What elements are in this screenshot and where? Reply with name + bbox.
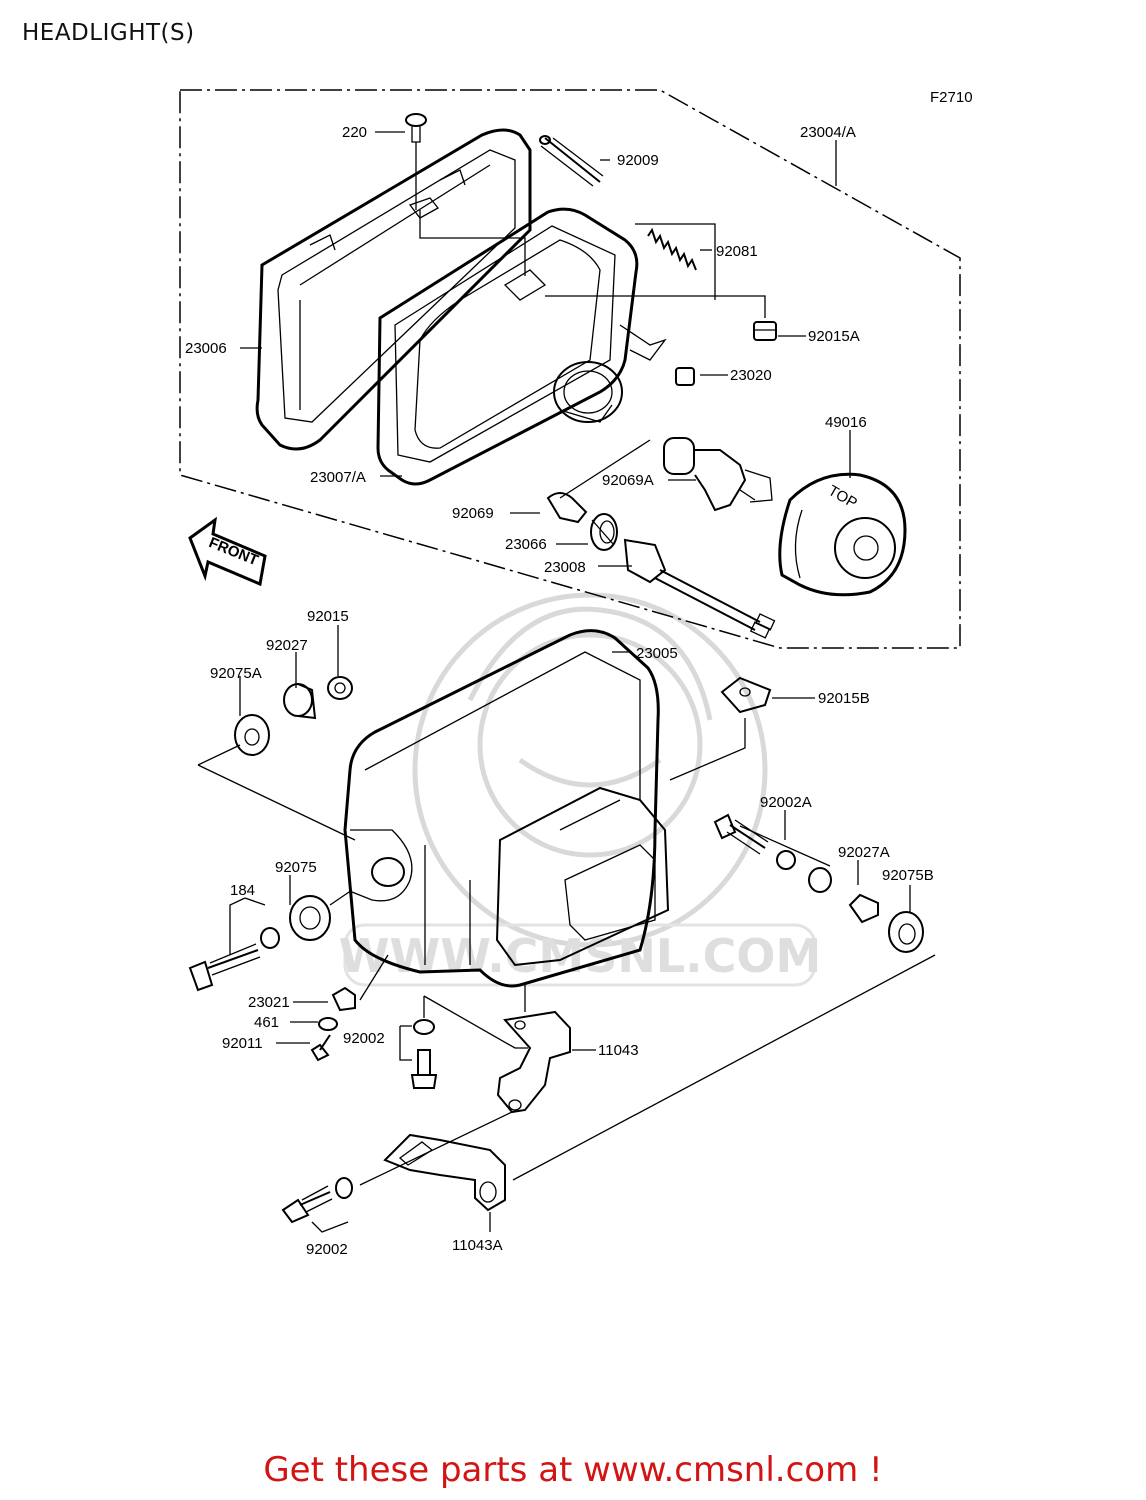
bracket-11043A [383,1133,506,1212]
washer-184 [260,927,280,949]
part-label[interactable]: 49016 [825,414,867,431]
part-label[interactable]: 92075B [882,867,934,884]
washer-92002-middle [413,1019,435,1035]
grommet-92075 [289,895,331,941]
bolt-92002-middle [410,1049,438,1089]
bolt-184 [188,943,261,992]
front-arrow: FRONT [188,516,267,587]
part-label[interactable]: 23006 [185,340,227,357]
leader-lines [197,131,936,1233]
part-label[interactable]: 11043 [598,1042,639,1059]
bulb-socket-ring [553,361,623,423]
part-label[interactable]: 23066 [505,536,547,553]
bulb-92069A [663,437,773,512]
bracket-11043 [496,1010,571,1114]
part-label[interactable]: 92069A [602,472,654,489]
page-title: HEADLIGHT(S) [22,20,195,46]
lens-23007A [376,207,667,486]
part-label[interactable]: 220 [342,124,367,141]
bulb-92069 [546,492,588,524]
bolt-92011 [310,1034,331,1062]
grommet-23066 [590,513,618,551]
part-label[interactable]: 92002A [760,794,812,811]
part-labels: 220 92009 23004/A 92081 92015A 23006 230… [185,124,934,1258]
rim-23006 [255,128,532,451]
part-label[interactable]: 92027 [266,637,308,654]
washer-92002-bottom [335,1177,353,1199]
part-label[interactable]: 92011 [222,1035,263,1052]
part-label[interactable]: 92015B [818,690,870,707]
collar-23021 [331,986,356,1012]
nut-23020 [675,367,695,386]
part-label[interactable]: 92075A [210,665,262,682]
part-label[interactable]: 461 [254,1014,279,1031]
cap-top-label: TOP [825,482,860,512]
part-label[interactable]: 184 [230,882,255,899]
washer-461 [318,1017,338,1031]
nut-92015A [753,321,777,341]
part-label[interactable]: 11043A [452,1237,503,1254]
housing-23005 [343,629,670,988]
figure-code: F2710 [930,89,973,106]
grommet-92075A [234,714,270,756]
part-label[interactable]: 92069 [452,505,494,522]
part-label[interactable]: 23007/A [310,469,366,486]
part-label[interactable]: 23008 [544,559,586,576]
collar-92027 [283,683,317,720]
watermark-text: WWW.CMSNL.COM [339,929,822,983]
screw-92009 [539,135,604,187]
part-label[interactable]: 92002 [343,1030,385,1047]
cap-49016: TOP [778,472,907,597]
socket-23008 [623,538,776,639]
part-label[interactable]: 23005 [636,645,678,662]
washer-92027A [808,867,832,893]
clip-92015B [720,676,772,714]
part-label[interactable]: 23004/A [800,124,856,141]
part-label[interactable]: 92081 [716,243,758,260]
grommet-92075B [888,911,924,953]
part-label[interactable]: 92027A [838,844,890,861]
washer-92002A [776,850,796,870]
part-label[interactable]: 92075 [275,859,317,876]
screw-220 [405,113,439,219]
spring-92081 [647,227,697,271]
part-label[interactable]: 92009 [617,152,659,169]
nut-92015 [327,676,353,700]
collar-92027A [848,893,879,924]
part-label[interactable]: 23020 [730,367,772,384]
part-label[interactable]: 92002 [306,1241,348,1258]
part-label[interactable]: 92015 [307,608,349,625]
bolt-92002-bottom [281,1185,333,1224]
footer-link[interactable]: Get these parts at www.cmsnl.com ! [263,1450,883,1490]
part-label[interactable]: 92015A [808,328,860,345]
part-label[interactable]: 23021 [248,994,290,1011]
watermark-logo: WWW.CMSNL.COM [339,592,822,987]
